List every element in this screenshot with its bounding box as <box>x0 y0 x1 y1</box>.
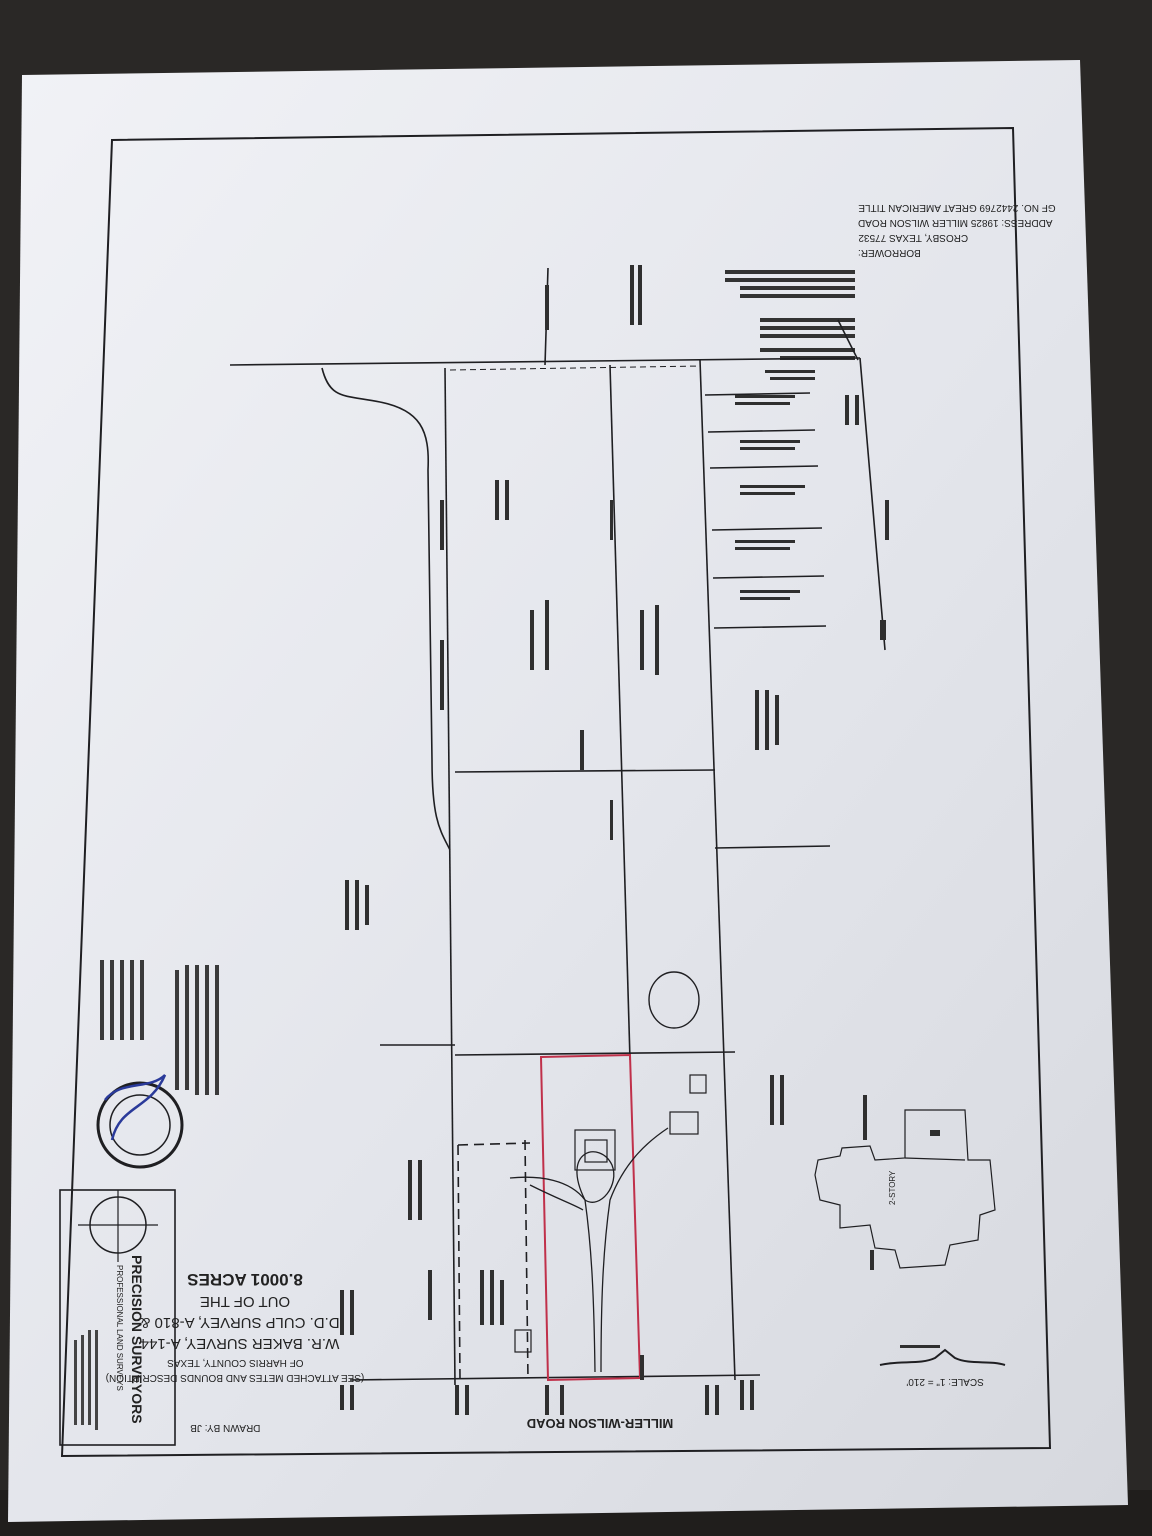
scale-label: SCALE: 1" = 210' <box>906 1376 984 1387</box>
company-name: PRECISION SURVEYORS <box>129 1255 145 1424</box>
house-footprint <box>514 1074 707 1353</box>
address-note: ADDRESS: 19825 MILLER WILSON ROAD <box>858 217 1053 228</box>
north-arrow-scale: SCALE: 1" = 210' <box>879 1348 1006 1387</box>
road-name-label: MILLER-WILSON ROAD <box>527 1416 674 1431</box>
company-title-block: PRECISION SURVEYORS PROFESSIONAL LAND SU… <box>59 1189 176 1446</box>
acreage-title: 8.0001 ACRES <box>187 1270 303 1289</box>
out-of-label: OUT OF THE <box>200 1293 290 1310</box>
city-note: CROSBY, TEXAS 77532 <box>858 232 968 243</box>
county-label: OF HARRIS COUNTY, TEXAS <box>167 1357 304 1368</box>
pond <box>648 971 700 1029</box>
survey-line-1: D.D. CULP SURVEY, A-810 & <box>140 1314 339 1331</box>
drawing-border <box>60 126 1052 1458</box>
house-detail-drawing <box>814 1109 996 1269</box>
metes-bounds-note: (SEE ATTACHED METES AND BOUNDS DESCRIPTI… <box>106 1372 365 1383</box>
svg-text:2-STORY: 2-STORY <box>888 1170 897 1205</box>
title-block: 8.0001 ACRES OUT OF THE D.D. CULP SURVEY… <box>106 1270 365 1383</box>
survey-line-2: W.R. BAKER SURVEY, A-144 <box>141 1335 340 1352</box>
gf-number-note: GF NO. 2442769 GREAT AMERICAN TITLE <box>858 202 1056 213</box>
property-lines <box>229 267 886 1386</box>
surveyor-seal <box>96 1074 184 1169</box>
company-subtitle: PROFESSIONAL LAND SURVEYS <box>115 1265 124 1391</box>
borrower-note: BORROWER: <box>858 247 921 258</box>
drawn-by-label: DRAWN BY: JB <box>190 1422 261 1433</box>
certification-notes <box>100 960 219 1095</box>
driveway <box>509 1127 669 1373</box>
annotation-marks <box>340 265 940 1415</box>
paper-sheet <box>8 60 1128 1522</box>
signature-mark <box>104 1074 167 1141</box>
